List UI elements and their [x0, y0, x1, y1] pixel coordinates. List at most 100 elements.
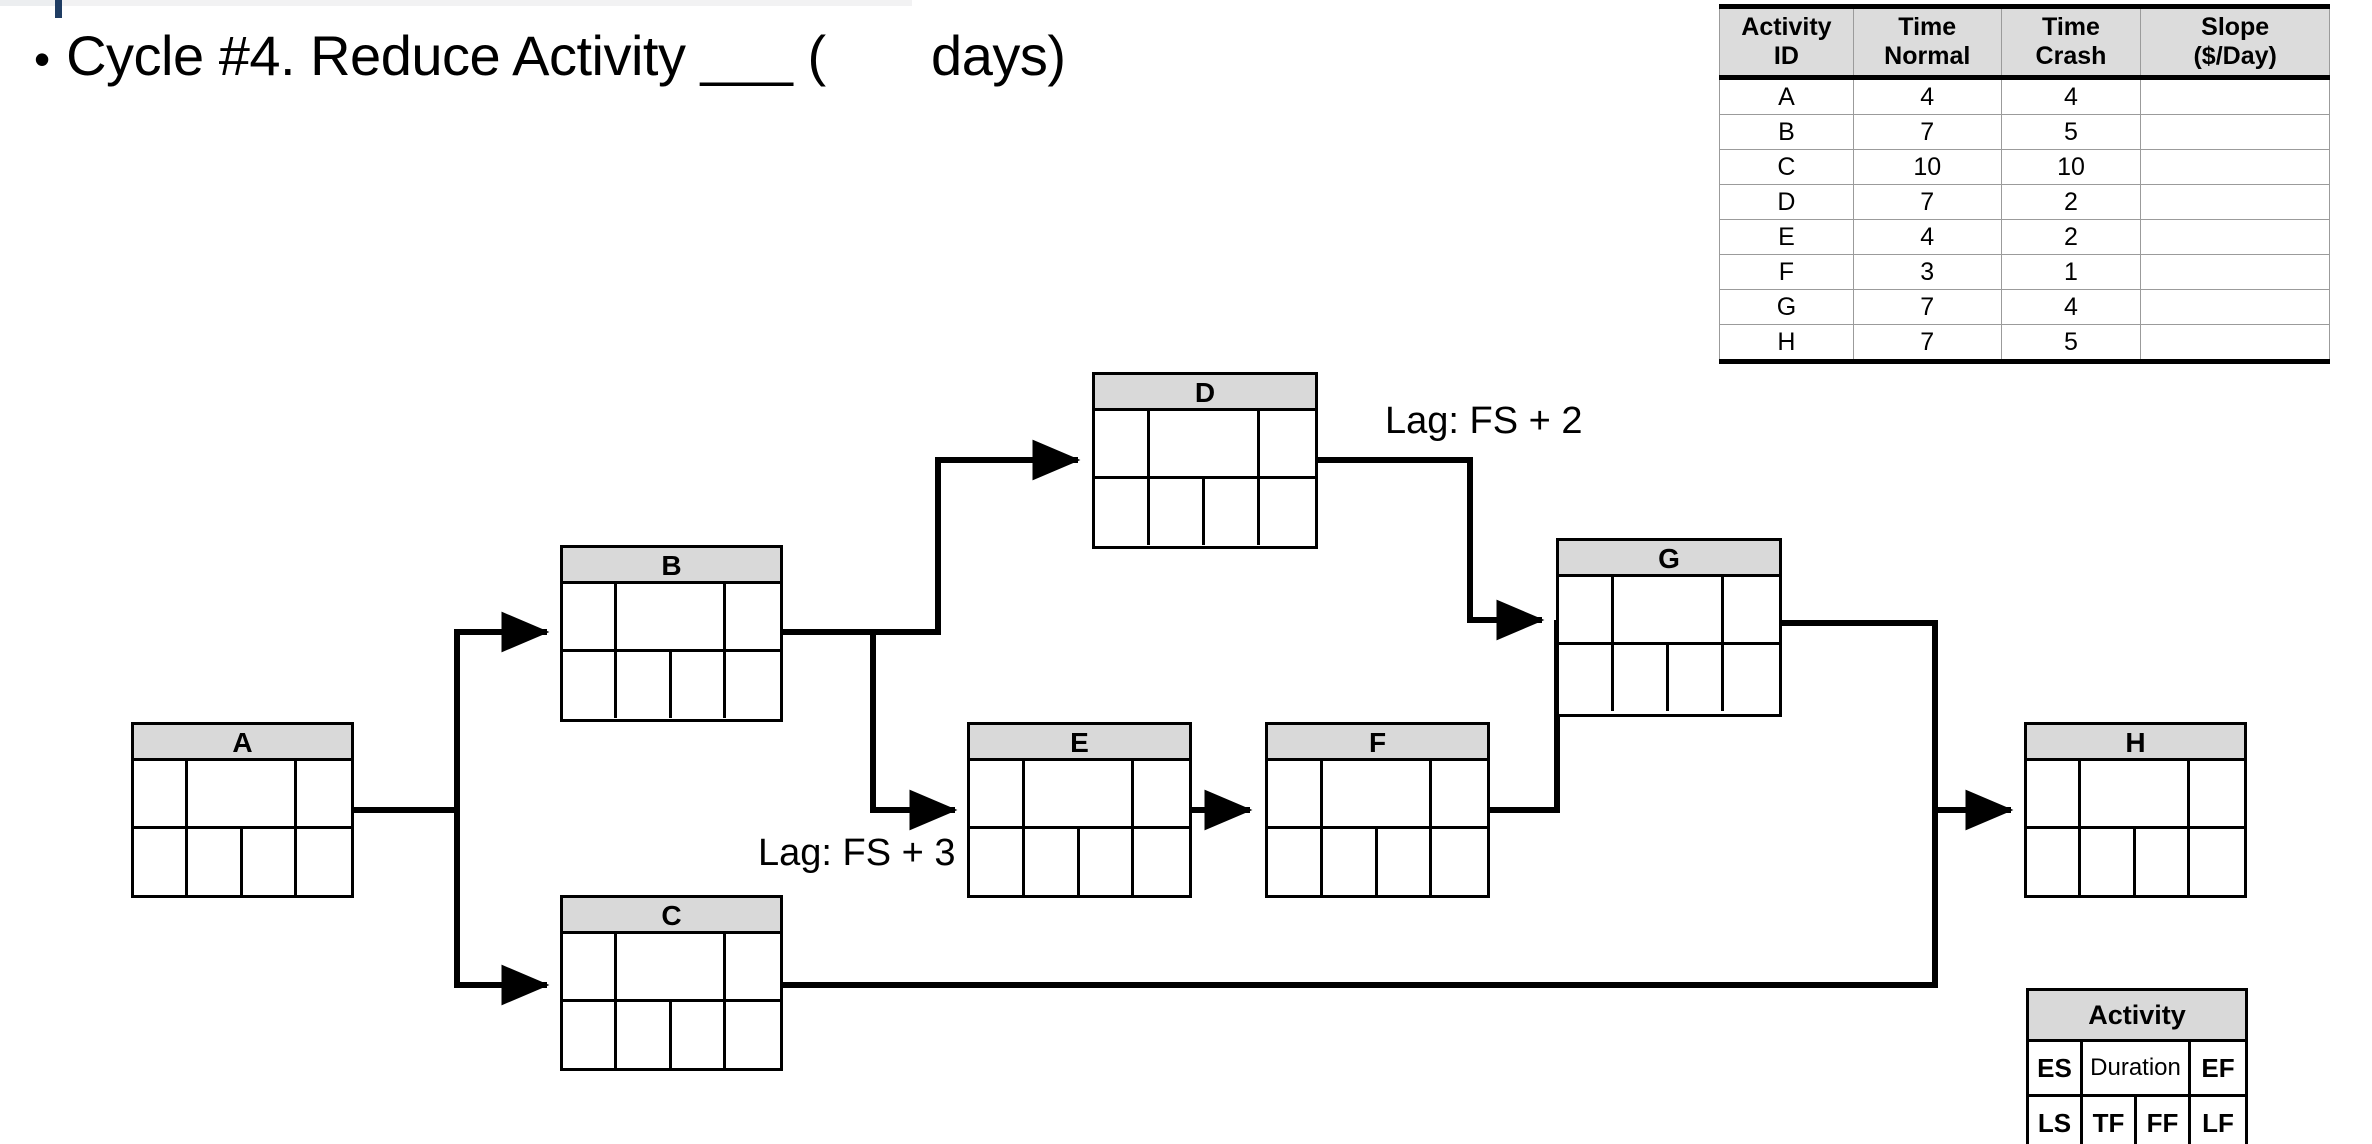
cell-ef[interactable]: [1724, 577, 1779, 642]
top-edge-strip: [0, 0, 912, 6]
cell-ff[interactable]: [1080, 829, 1135, 895]
cell-duration[interactable]: [1614, 577, 1724, 642]
cell-tf[interactable]: [1323, 829, 1378, 895]
cell-time-normal: 7: [1852, 324, 2002, 364]
cell-duration[interactable]: [617, 934, 726, 999]
cell-tf[interactable]: [1614, 645, 1669, 711]
cell-time-crash: 5: [2000, 114, 2142, 150]
cell-ls[interactable]: [970, 829, 1025, 895]
cell-lf[interactable]: [726, 652, 780, 718]
activity-node-h[interactable]: H: [2024, 722, 2247, 898]
cell-activity-id: C: [1719, 149, 1854, 185]
cell-lf[interactable]: [297, 829, 351, 895]
cell-time-crash: 2: [2000, 184, 2142, 220]
cell-slope: [2140, 219, 2330, 255]
col-header-slope: Slope ($/Day): [2140, 4, 2330, 80]
activity-node-a[interactable]: A: [131, 722, 354, 898]
cell-duration[interactable]: [617, 584, 726, 649]
legend-cell-tf: TF: [2083, 1097, 2137, 1144]
cell-duration[interactable]: [2081, 761, 2190, 826]
cell-es[interactable]: [2027, 761, 2082, 826]
cell-ef[interactable]: [726, 584, 780, 649]
cell-tf[interactable]: [2081, 829, 2136, 895]
cell-ef[interactable]: [1432, 761, 1487, 826]
cell-lf[interactable]: [726, 1002, 780, 1068]
cell-tf[interactable]: [617, 1002, 672, 1068]
cell-ef[interactable]: [2190, 761, 2244, 826]
cell-duration[interactable]: [1025, 761, 1135, 826]
cell-ef[interactable]: [297, 761, 351, 826]
legend-cell-es: ES: [2029, 1042, 2083, 1094]
cell-time-normal: 7: [1852, 114, 2002, 150]
activity-node-g[interactable]: G: [1556, 538, 1782, 717]
cell-tf[interactable]: [617, 652, 672, 718]
legend-row-bottom: LS TF FF LF: [2029, 1097, 2245, 1144]
cell-slope: [2140, 254, 2330, 290]
cell-ef[interactable]: [726, 934, 780, 999]
cell-ef[interactable]: [1134, 761, 1189, 826]
activity-node-b[interactable]: B: [560, 545, 783, 722]
cell-ff[interactable]: [1205, 479, 1260, 545]
cell-activity-id: D: [1719, 184, 1854, 220]
bullet-dot-icon: •: [34, 33, 51, 85]
cell-es[interactable]: [563, 584, 618, 649]
cell-ls[interactable]: [1095, 479, 1150, 545]
edge-a-to-c: [454, 810, 550, 1006]
activity-node-g-row-top: [1559, 577, 1779, 645]
cell-ff[interactable]: [1378, 829, 1433, 895]
cell-ef[interactable]: [1260, 411, 1315, 476]
cell-lf[interactable]: [1432, 829, 1487, 895]
cell-ff[interactable]: [1669, 645, 1724, 711]
cell-lf[interactable]: [1134, 829, 1189, 895]
cell-es[interactable]: [563, 934, 618, 999]
cell-lf[interactable]: [1260, 479, 1315, 545]
cell-ls[interactable]: [563, 1002, 618, 1068]
cell-activity-id: H: [1719, 324, 1854, 364]
cell-ff[interactable]: [2136, 829, 2190, 895]
activity-node-e-row-bottom: [970, 829, 1189, 895]
activity-node-c-row-top: [563, 934, 780, 1002]
cell-tf[interactable]: [188, 829, 243, 895]
cell-tf[interactable]: [1025, 829, 1080, 895]
cell-ls[interactable]: [134, 829, 189, 895]
cell-time-crash: 2: [2000, 219, 2142, 255]
activity-node-b-row-top: [563, 584, 780, 652]
activity-node-e-row-top: [970, 761, 1189, 829]
cell-ls[interactable]: [2027, 829, 2082, 895]
cell-es[interactable]: [1559, 577, 1614, 642]
table-header-row: Activity ID Time Normal Time Crash Slope…: [1719, 4, 2330, 80]
cell-ls[interactable]: [1559, 645, 1614, 711]
activity-node-d[interactable]: D: [1092, 372, 1318, 549]
activity-node-c[interactable]: C: [560, 895, 783, 1071]
col-header-activity-id: Activity ID: [1719, 4, 1854, 80]
edge-d-to-g: [1318, 457, 1545, 641]
table-row: H 7 5: [1719, 324, 2330, 364]
cell-slope: [2140, 324, 2330, 364]
cell-activity-id: G: [1719, 289, 1854, 325]
cell-ff[interactable]: [672, 652, 726, 718]
cell-duration[interactable]: [1323, 761, 1433, 826]
table-row: A 4 4: [1719, 77, 2330, 115]
cell-duration[interactable]: [1150, 411, 1260, 476]
cell-lf[interactable]: [1724, 645, 1779, 711]
headline-bullet-row: • Cycle #4. Reduce Activity ___ ( days): [34, 24, 1066, 88]
cell-duration[interactable]: [188, 761, 297, 826]
cell-slope: [2140, 184, 2330, 220]
activity-node-a-row-top: [134, 761, 351, 829]
cell-es[interactable]: [134, 761, 189, 826]
table-row: B 7 5: [1719, 114, 2330, 150]
cell-tf[interactable]: [1150, 479, 1205, 545]
cell-es[interactable]: [970, 761, 1025, 826]
activity-node-a-label: A: [134, 725, 351, 761]
activity-node-a-row-bottom: [134, 829, 351, 895]
cell-es[interactable]: [1268, 761, 1323, 826]
activity-node-e[interactable]: E: [967, 722, 1192, 898]
cell-lf[interactable]: [2190, 829, 2244, 895]
activity-node-f[interactable]: F: [1265, 722, 1490, 898]
cell-ls[interactable]: [1268, 829, 1323, 895]
cell-ff[interactable]: [243, 829, 297, 895]
cell-es[interactable]: [1095, 411, 1150, 476]
cell-ff[interactable]: [672, 1002, 726, 1068]
edge-g-to-h: [1782, 620, 2014, 831]
cell-ls[interactable]: [563, 652, 618, 718]
